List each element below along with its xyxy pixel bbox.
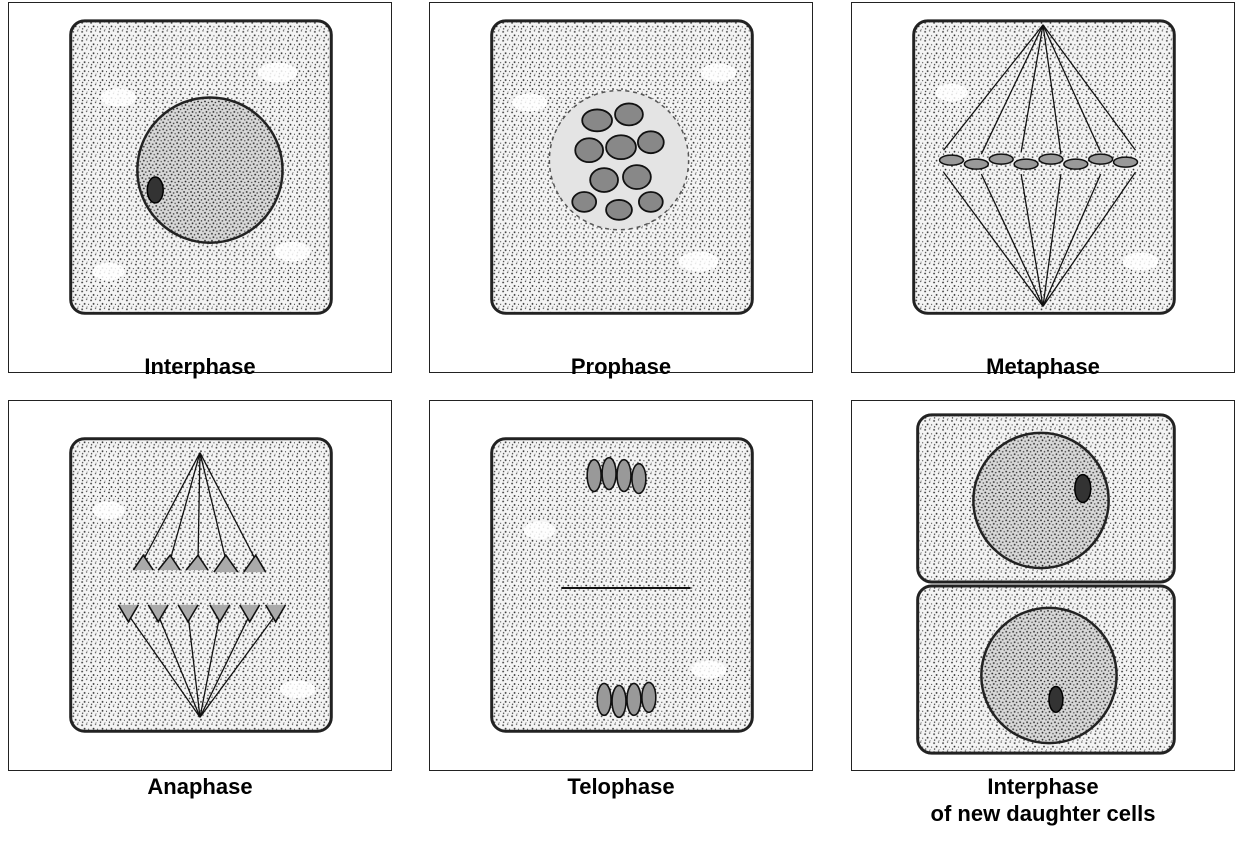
metaphase-cell-illustration — [852, 3, 1234, 372]
anaphase-cell-illustration — [9, 401, 391, 770]
caption-telophase: Telophase — [429, 773, 813, 800]
caption-interphase: Interphase — [8, 353, 392, 380]
caption-daughter-cells: Interphase of new daughter cells — [851, 773, 1235, 827]
panel-telophase — [429, 400, 813, 771]
prophase-cell-illustration — [430, 3, 812, 372]
nucleus-bottom — [981, 608, 1116, 743]
panel-interphase — [8, 2, 392, 373]
caption-anaphase: Anaphase — [8, 773, 392, 800]
nucleus-top — [973, 433, 1108, 568]
nucleolus-top — [1075, 475, 1091, 503]
nucleolus-bottom — [1049, 686, 1063, 712]
daughter-cells-illustration — [852, 401, 1234, 770]
nucleus — [137, 97, 282, 242]
telophase-cell-illustration — [430, 401, 812, 770]
interphase-cell-illustration — [9, 3, 391, 372]
nucleolus — [147, 177, 163, 203]
panel-prophase — [429, 2, 813, 373]
panel-metaphase — [851, 2, 1235, 373]
panel-anaphase — [8, 400, 392, 771]
caption-prophase: Prophase — [429, 353, 813, 380]
caption-metaphase: Metaphase — [851, 353, 1235, 380]
panel-daughter-cells — [851, 400, 1235, 771]
